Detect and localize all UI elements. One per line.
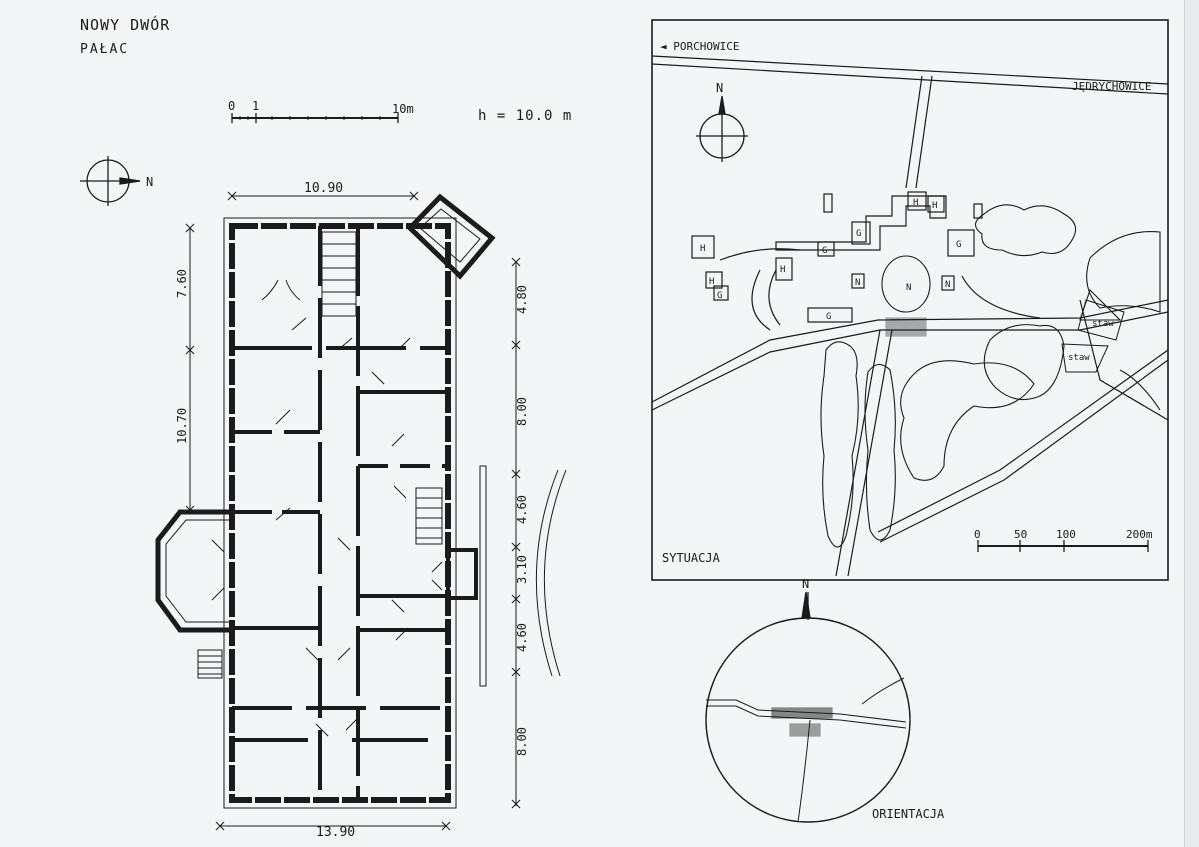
dim-right-3: 3.10 — [515, 555, 529, 584]
bldg-letter: G — [856, 229, 861, 239]
bldg-letter: H — [932, 201, 937, 211]
site-scale-bar — [977, 540, 1149, 552]
bldg-letter: N — [855, 278, 860, 288]
dim-right-0: 4.80 — [515, 285, 529, 314]
height-label: h = 10.0 m — [478, 108, 573, 124]
site-scale-200: 200m — [1126, 528, 1153, 541]
bldg-letter: H — [913, 198, 918, 208]
site-scale-0: 0 — [974, 528, 981, 541]
site-north-label: N — [716, 81, 723, 95]
sheet-edge — [1184, 0, 1199, 847]
bldg-letter: N — [945, 280, 950, 290]
pond-label-1: staw — [1092, 319, 1114, 329]
site-buildings — [691, 191, 983, 337]
dim-left-0: 7.60 — [175, 269, 189, 298]
plan-north-compass — [80, 156, 141, 206]
bldg-letter: H — [700, 244, 705, 254]
elevation-strip — [479, 465, 567, 687]
orientation-label: ORIENTACJA — [872, 807, 945, 821]
title-place: NOWY DWÓR — [80, 16, 171, 34]
bldg-letter: G — [826, 312, 831, 322]
orientation-north-label: N — [802, 577, 809, 591]
pond-label-2: staw — [1068, 353, 1090, 363]
orientation-map — [705, 591, 911, 823]
plan-scale-bar — [231, 113, 399, 123]
site-label: SYTUACJA — [662, 551, 721, 565]
bldg-letter: H — [709, 277, 714, 287]
road-left-label: ◄ PORCHOWICE — [660, 40, 739, 53]
dim-left-1: 10.70 — [175, 408, 189, 444]
plan-dimensions — [185, 191, 521, 831]
plan-scale-zero: 0 — [228, 99, 235, 113]
dim-bottom: 13.90 — [316, 825, 355, 840]
bldg-letter: H — [780, 265, 785, 275]
dim-right-2: 4.60 — [515, 495, 529, 524]
road-right-label: JĘDRYCHOWICE — [1072, 80, 1151, 93]
bldg-letter: N — [906, 283, 911, 293]
dim-right-1: 8.00 — [515, 397, 529, 426]
dim-right-5: 8.00 — [515, 727, 529, 756]
site-ponds — [1061, 299, 1125, 373]
site-scale-100: 100 — [1056, 528, 1076, 541]
bldg-letter: G — [956, 240, 961, 250]
bldg-letter: G — [822, 246, 827, 256]
site-plan-frame — [651, 19, 1169, 581]
site-roads — [651, 55, 1169, 577]
plan-north-label: N — [146, 175, 153, 189]
plan-scale-ten: 10m — [392, 102, 414, 116]
bldg-letter: G — [717, 291, 722, 301]
dim-right-4: 4.60 — [515, 623, 529, 652]
floor-plan — [155, 193, 496, 809]
site-north-compass — [696, 95, 748, 162]
plan-scale-one: 1 — [252, 99, 259, 113]
dim-top: 10.90 — [304, 181, 343, 196]
site-scale-50: 50 — [1014, 528, 1027, 541]
title-building: PAŁAC — [80, 42, 130, 57]
